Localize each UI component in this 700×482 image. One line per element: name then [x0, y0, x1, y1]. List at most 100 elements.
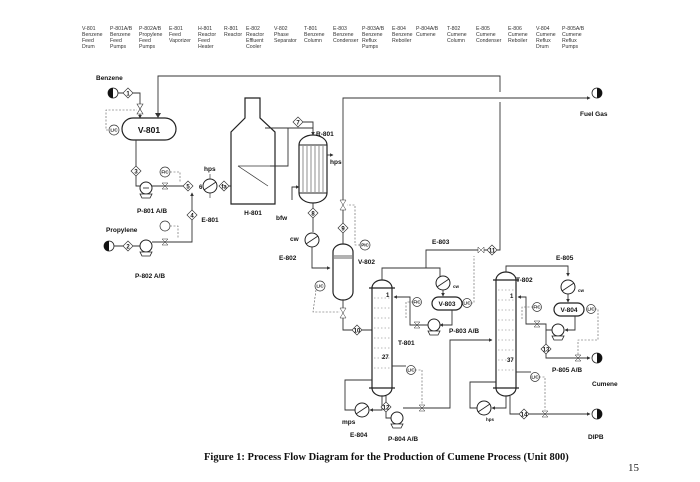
cw-e802-label: cw: [290, 236, 300, 243]
legend-description: Cumene: [416, 32, 436, 38]
p803-pump-icon[interactable]: [427, 318, 441, 336]
t801-label: T-801: [398, 340, 415, 347]
pic-instrument: PIC: [359, 239, 371, 251]
h801-heater[interactable]: [230, 97, 276, 205]
p804-pump-icon[interactable]: [390, 411, 404, 429]
pipe-to-t802: [403, 338, 493, 409]
propylene-feed-source-icon: [103, 240, 115, 252]
v802-separator[interactable]: [332, 243, 354, 301]
svg-text:LIC: LIC: [587, 307, 595, 312]
svg-text:10: 10: [354, 329, 361, 335]
v804-drum[interactable]: [553, 302, 585, 317]
t801-tray-bottom: 27: [382, 355, 389, 361]
v801-drum[interactable]: [121, 117, 177, 141]
pipe-t801-reflux: [393, 295, 428, 326]
e805-exchanger-icon[interactable]: [560, 279, 576, 295]
svg-text:FIC: FIC: [533, 305, 541, 310]
stream-4-marker: 4: [186, 209, 198, 221]
legend-tag: E-804: [392, 26, 406, 32]
t802-tray-top: 1: [510, 294, 514, 300]
stream-5-marker: 5: [182, 180, 194, 192]
page-number: 15: [628, 462, 639, 474]
svg-text:7: 7: [296, 121, 300, 127]
signal-lic-v801: [105, 109, 137, 131]
fic-t801-instrument: FIC: [412, 297, 422, 307]
r801-label: R-801: [316, 131, 334, 138]
t801-tray-top: 1: [386, 293, 390, 299]
svg-text:LIC: LIC: [110, 128, 118, 133]
v801-label: V-801: [138, 125, 160, 135]
v803-drum[interactable]: [431, 296, 463, 311]
v803-label: V-803: [439, 301, 456, 308]
legend-description: Reactor Feed Heater: [198, 32, 217, 50]
svg-text:LIC: LIC: [463, 301, 471, 306]
legend-description: Feed Vaporizer: [169, 32, 191, 44]
stream-6a-marker: fa: [218, 180, 230, 192]
p801-label: P-801 A/B: [137, 208, 167, 215]
control-valve: [136, 103, 144, 115]
propylene-feed-label: Propylene: [106, 227, 138, 234]
svg-text:LIC: LIC: [531, 375, 539, 380]
cumene-product-sink-icon: [591, 352, 603, 364]
pipe-benzene-recycle: [157, 75, 501, 118]
lic-instrument: LIC: [108, 124, 120, 136]
e801-exchanger-icon[interactable]: [202, 174, 218, 198]
legend-tag: E-803: [333, 26, 347, 32]
e804-exchanger-icon[interactable]: [354, 402, 370, 418]
stream-3-marker: 3: [130, 165, 142, 177]
p805-label: P-805 A/B: [552, 367, 582, 374]
hps-e806-label: hps: [486, 417, 494, 422]
figure-caption: Figure 1: Process Flow Diagram for the P…: [204, 452, 569, 463]
fuel-gas-sink-icon: [591, 87, 603, 99]
legend-description: Benzene Reboiler: [392, 32, 413, 44]
t802-tray-bottom: 37: [507, 358, 514, 364]
legend-description: Benzene Feed Pumps: [110, 32, 131, 50]
e806-exchanger-icon[interactable]: [476, 400, 492, 416]
svg-text:4: 4: [190, 214, 194, 220]
e802-label: E-802: [279, 255, 297, 262]
cw-e805-label: cw: [578, 288, 585, 293]
lic-t802-instrument: LIC: [530, 372, 540, 382]
svg-text:FIC: FIC: [413, 300, 421, 305]
p801-pump-icon[interactable]: [139, 181, 153, 199]
benzene-feed-source-icon: [107, 87, 119, 99]
lic-v802-instrument: LIC: [314, 280, 326, 292]
svg-text:9: 9: [341, 227, 345, 233]
t802-column[interactable]: [495, 271, 517, 397]
p805-pump-icon[interactable]: [551, 323, 565, 341]
legend-tag: T-801: [304, 26, 318, 32]
e802-exchanger-icon[interactable]: [304, 232, 320, 248]
legend-tag: E-801: [169, 26, 183, 32]
bfw-label: bfw: [276, 215, 288, 222]
svg-text:5: 5: [186, 185, 190, 191]
p802-pump-icon[interactable]: [139, 239, 153, 257]
legend-description: Cumene Condenser: [476, 32, 502, 44]
p802-label: P-802 A/B: [135, 273, 165, 280]
hps-r801-label: hps: [330, 159, 342, 166]
svg-text:FIC: FIC: [161, 170, 169, 175]
legend-description: Cumene Reboiler: [508, 32, 528, 44]
svg-text:LIC: LIC: [316, 284, 324, 289]
cumene-product-label: Cumene: [592, 381, 618, 388]
legend-description: Reactor: [224, 32, 243, 38]
cw-e803-label: cw: [453, 284, 460, 289]
stream-6-label: 6: [199, 185, 203, 191]
e801-label: E-801: [201, 217, 219, 224]
mps-label: mps: [342, 419, 356, 426]
svg-text:1: 1: [126, 92, 130, 98]
e803-exchanger-icon[interactable]: [435, 275, 451, 291]
